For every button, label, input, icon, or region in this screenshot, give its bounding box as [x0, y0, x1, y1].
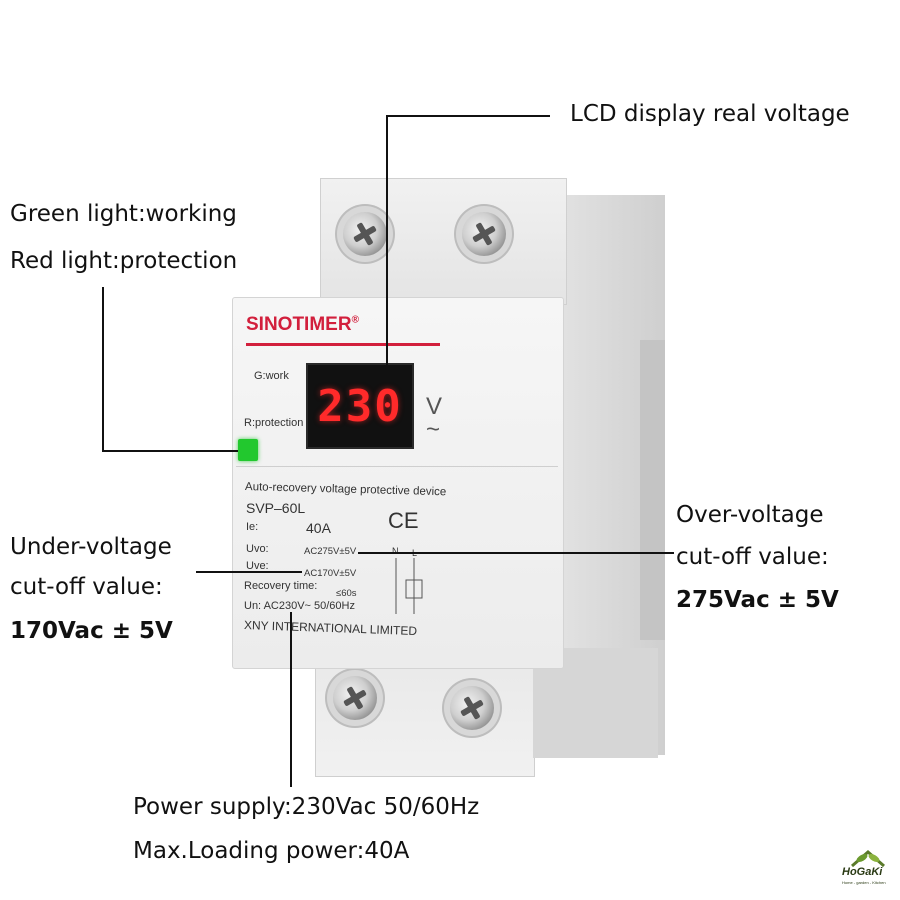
under-voltage-value: 170Vac ± 5V [10, 618, 173, 644]
wiring-diagram-icon [390, 556, 430, 616]
device-rail-notch [640, 340, 665, 640]
terminal-n: N [392, 546, 399, 556]
uve-value: AC170V±5V [304, 568, 357, 579]
device-front-panel [232, 297, 564, 669]
lcd-callout-line-h [386, 115, 550, 117]
top-left-screw-icon [343, 212, 387, 256]
lcd-callout-line-v [386, 115, 388, 373]
watermark-name: HoGaKi [842, 866, 883, 878]
top-right-screw-icon [462, 212, 506, 256]
under-voltage-callout-line [196, 571, 302, 573]
over-voltage-callout-line1: Over-voltage [676, 502, 824, 528]
watermark-tagline: Home - garden - Kitchen [842, 880, 886, 885]
power-supply-callout: Power supply:230Vac 50/60Hz [133, 794, 480, 820]
brand-logo: SINOTIMER® [246, 314, 359, 335]
ie-label: Ie: [246, 521, 259, 533]
status-led [238, 439, 258, 461]
over-voltage-callout-line2: cut-off value: [676, 544, 829, 570]
brand-underline [246, 343, 440, 346]
green-light-callout: Green light:working [10, 201, 237, 227]
power-callout-line [290, 612, 292, 787]
display-unit-v: V [426, 393, 443, 420]
r-protection-label: R:protection [244, 417, 304, 429]
bottom-right-screw-icon [450, 686, 494, 730]
lcd-display: 230 [306, 363, 414, 449]
model-number: SVP–60L [246, 500, 306, 516]
display-unit-ac: ~ [426, 416, 441, 443]
led-callout-line-v [102, 287, 104, 452]
led-callout-line-h [102, 450, 238, 452]
red-light-callout: Red light:protection [10, 248, 238, 274]
watermark-logo: HoGaKi Home - garden - Kitchen [840, 846, 898, 888]
recovery-label: Recovery time: [244, 580, 318, 592]
uve-label: Uve: [246, 560, 269, 572]
recovery-value: ≤60s [336, 588, 357, 599]
under-voltage-callout-line1: Under-voltage [10, 534, 172, 560]
ce-mark: CE [388, 508, 419, 533]
max-loading-callout: Max.Loading power:40A [133, 838, 410, 864]
lcd-callout: LCD display real voltage [570, 101, 850, 127]
house-leaf-icon [851, 850, 885, 868]
over-voltage-callout-line [358, 552, 674, 554]
over-voltage-value: 275Vac ± 5V [676, 587, 839, 613]
ie-value: 40A [306, 520, 331, 536]
voltage-readout: 230 [317, 380, 403, 432]
under-voltage-callout-line2: cut-off value: [10, 574, 163, 600]
g-work-label: G:work [254, 370, 289, 382]
uvo-value: AC275V±5V [304, 546, 357, 557]
bottom-left-screw-icon [333, 676, 377, 720]
uvo-label: Uvo: [246, 543, 269, 555]
panel-divider [236, 466, 558, 467]
un-line: Un: AC230V~ 50/60Hz [244, 600, 355, 612]
